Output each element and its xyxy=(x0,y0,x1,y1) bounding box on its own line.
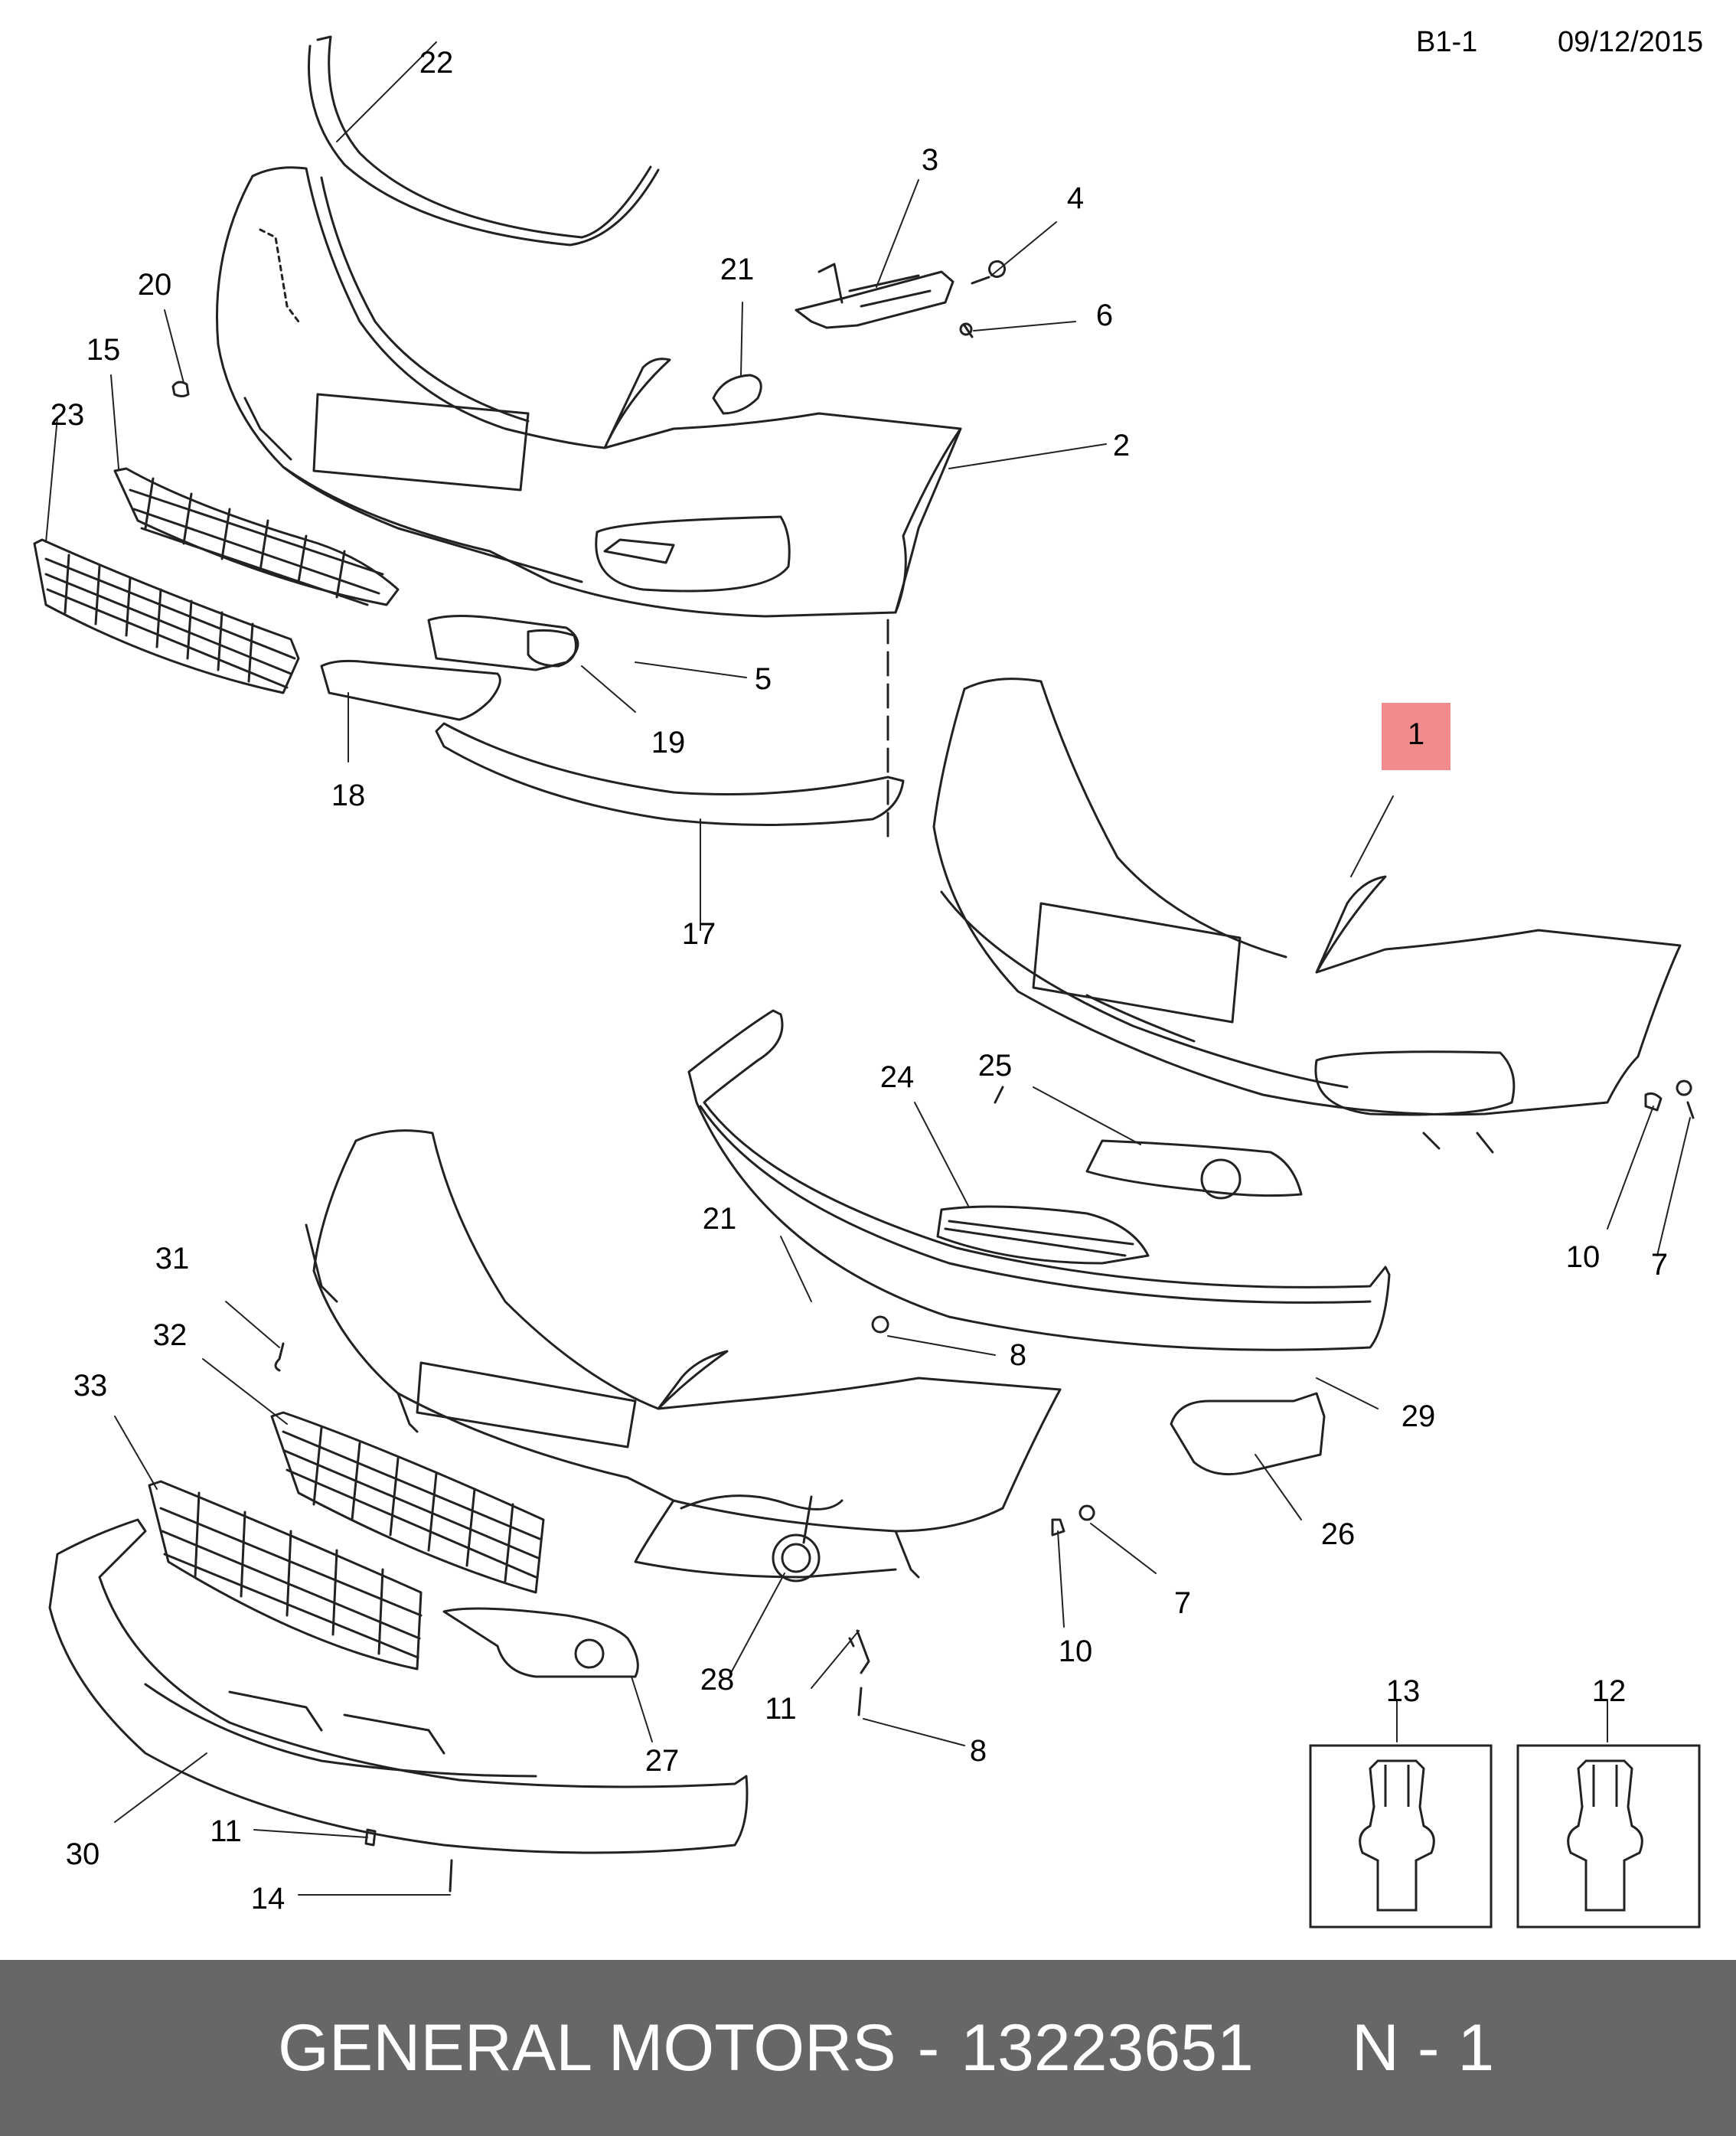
callout-2: 2 xyxy=(1113,429,1130,462)
fastener-detail-12 xyxy=(1516,1744,1701,1929)
fog-trim-25 xyxy=(1085,1139,1303,1197)
callout-18: 18 xyxy=(331,779,366,812)
callout-6: 6 xyxy=(1096,299,1113,332)
reference-code: N - 1 xyxy=(1351,2010,1495,2085)
honeycomb-grille xyxy=(33,538,300,694)
callout-12: 12 xyxy=(1592,1674,1627,1708)
callout-28: 28 xyxy=(700,1663,735,1697)
callout-25: 25 xyxy=(978,1049,1013,1083)
callout-7b: 7 xyxy=(1174,1586,1191,1620)
highlight-box xyxy=(1382,703,1450,770)
fog-ring xyxy=(772,1533,821,1582)
callout-11: 11 xyxy=(765,1692,797,1726)
exploded-parts-diagram: 22 3 4 6 21 2 20 15 23 5 19 18 17 1 24 2… xyxy=(33,35,1701,1929)
lower-grille xyxy=(113,467,400,606)
lower-lip-strip xyxy=(435,722,905,826)
callout-19: 19 xyxy=(651,726,686,759)
footer-bar: GENERAL MOTORS - 13223651 N - 1 xyxy=(0,1960,1736,2136)
callout-3: 3 xyxy=(922,143,938,177)
fog-trim-inner xyxy=(427,614,579,671)
callout-29: 29 xyxy=(1402,1400,1436,1433)
upper-bumper-cover xyxy=(216,166,962,618)
callout-22: 22 xyxy=(419,46,454,80)
callout-10b: 10 xyxy=(1059,1635,1093,1668)
callout-27: 27 xyxy=(645,1744,680,1778)
callout-5: 5 xyxy=(755,662,772,696)
diagram-date: 09/12/2015 xyxy=(1558,26,1704,58)
footer-caption: GENERAL MOTORS - 13223651 N - 1 xyxy=(0,1960,1736,2136)
lower-spoiler xyxy=(48,1518,749,1854)
callout-8b: 8 xyxy=(970,1734,987,1768)
bumper-bracket xyxy=(795,263,954,329)
fog-trim-27 xyxy=(442,1607,639,1678)
fastener-detail-13 xyxy=(1309,1744,1493,1929)
callout-7: 7 xyxy=(1651,1248,1668,1282)
slatted-grille xyxy=(148,1480,423,1671)
screw xyxy=(971,260,1007,285)
callout-14: 14 xyxy=(251,1882,286,1916)
tow-plug xyxy=(171,380,190,397)
callout-23: 23 xyxy=(51,398,85,432)
sheet-code: B1-1 xyxy=(1416,26,1478,58)
air-duct xyxy=(1170,1392,1326,1476)
clip xyxy=(963,324,974,338)
callout-21: 21 xyxy=(720,253,755,286)
separator: - xyxy=(917,2010,940,2085)
callout-33: 33 xyxy=(73,1369,108,1403)
callout-30: 30 xyxy=(66,1837,100,1871)
washer-cap xyxy=(712,374,762,415)
callout-20: 20 xyxy=(138,268,172,302)
callout-11b: 11 xyxy=(210,1814,242,1848)
fog-trim-24 xyxy=(936,1205,1150,1265)
fastener xyxy=(274,1342,285,1372)
upper-grille xyxy=(270,1411,545,1594)
upper-trim-strip xyxy=(316,35,652,239)
callout-17: 17 xyxy=(682,917,716,951)
part-number: 13223651 xyxy=(961,2010,1254,2085)
callout-13: 13 xyxy=(1386,1674,1421,1708)
callout-31: 31 xyxy=(155,1242,190,1275)
brand-name: GENERAL MOTORS xyxy=(278,2010,896,2085)
callout-32: 32 xyxy=(153,1318,188,1352)
callout-8: 8 xyxy=(1010,1338,1026,1372)
fog-trim-left xyxy=(320,659,501,721)
complete-bumper xyxy=(932,678,1682,1154)
lower-bumper-cover xyxy=(305,1129,1062,1579)
callout-4: 4 xyxy=(1067,181,1084,215)
callout-15: 15 xyxy=(86,333,121,367)
callout-26: 26 xyxy=(1321,1517,1356,1551)
callout-21b: 21 xyxy=(703,1202,737,1236)
callout-1: 1 xyxy=(1408,717,1424,751)
callout-24: 24 xyxy=(880,1060,915,1094)
callout-10: 10 xyxy=(1566,1240,1601,1274)
spoiler-lip xyxy=(687,1009,1391,1351)
